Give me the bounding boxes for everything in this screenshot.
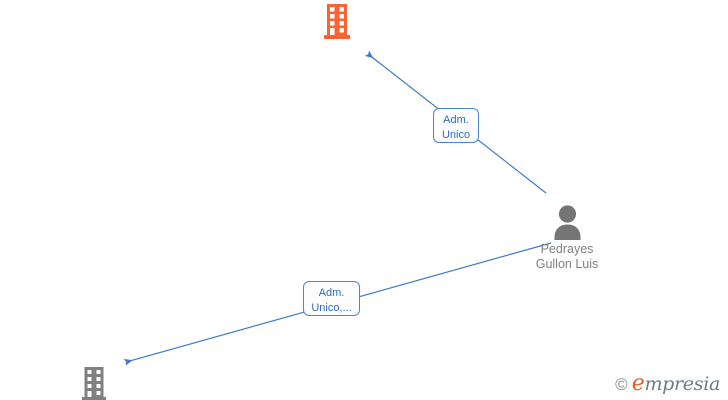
node-company-secondary[interactable] <box>82 367 106 400</box>
node-person[interactable]: Pedrayes Gullon Luis <box>536 204 598 271</box>
watermark-empresia: © empresia <box>615 373 720 395</box>
brand-initial: e <box>631 371 645 396</box>
copyright-icon: © <box>615 374 628 394</box>
edge-label-adm-unico[interactable]: Adm. Unico <box>433 108 479 143</box>
building-icon <box>82 367 106 400</box>
edge-label-adm-unico-more[interactable]: Adm. Unico,... <box>303 281 360 316</box>
node-person-label: Pedrayes Gullon Luis <box>535 242 599 271</box>
building-icon <box>324 4 350 39</box>
brand-name: empresia <box>631 371 721 396</box>
brand-rest: mpresia <box>644 373 720 395</box>
person-icon <box>554 205 581 240</box>
node-company-main[interactable] <box>324 4 350 39</box>
